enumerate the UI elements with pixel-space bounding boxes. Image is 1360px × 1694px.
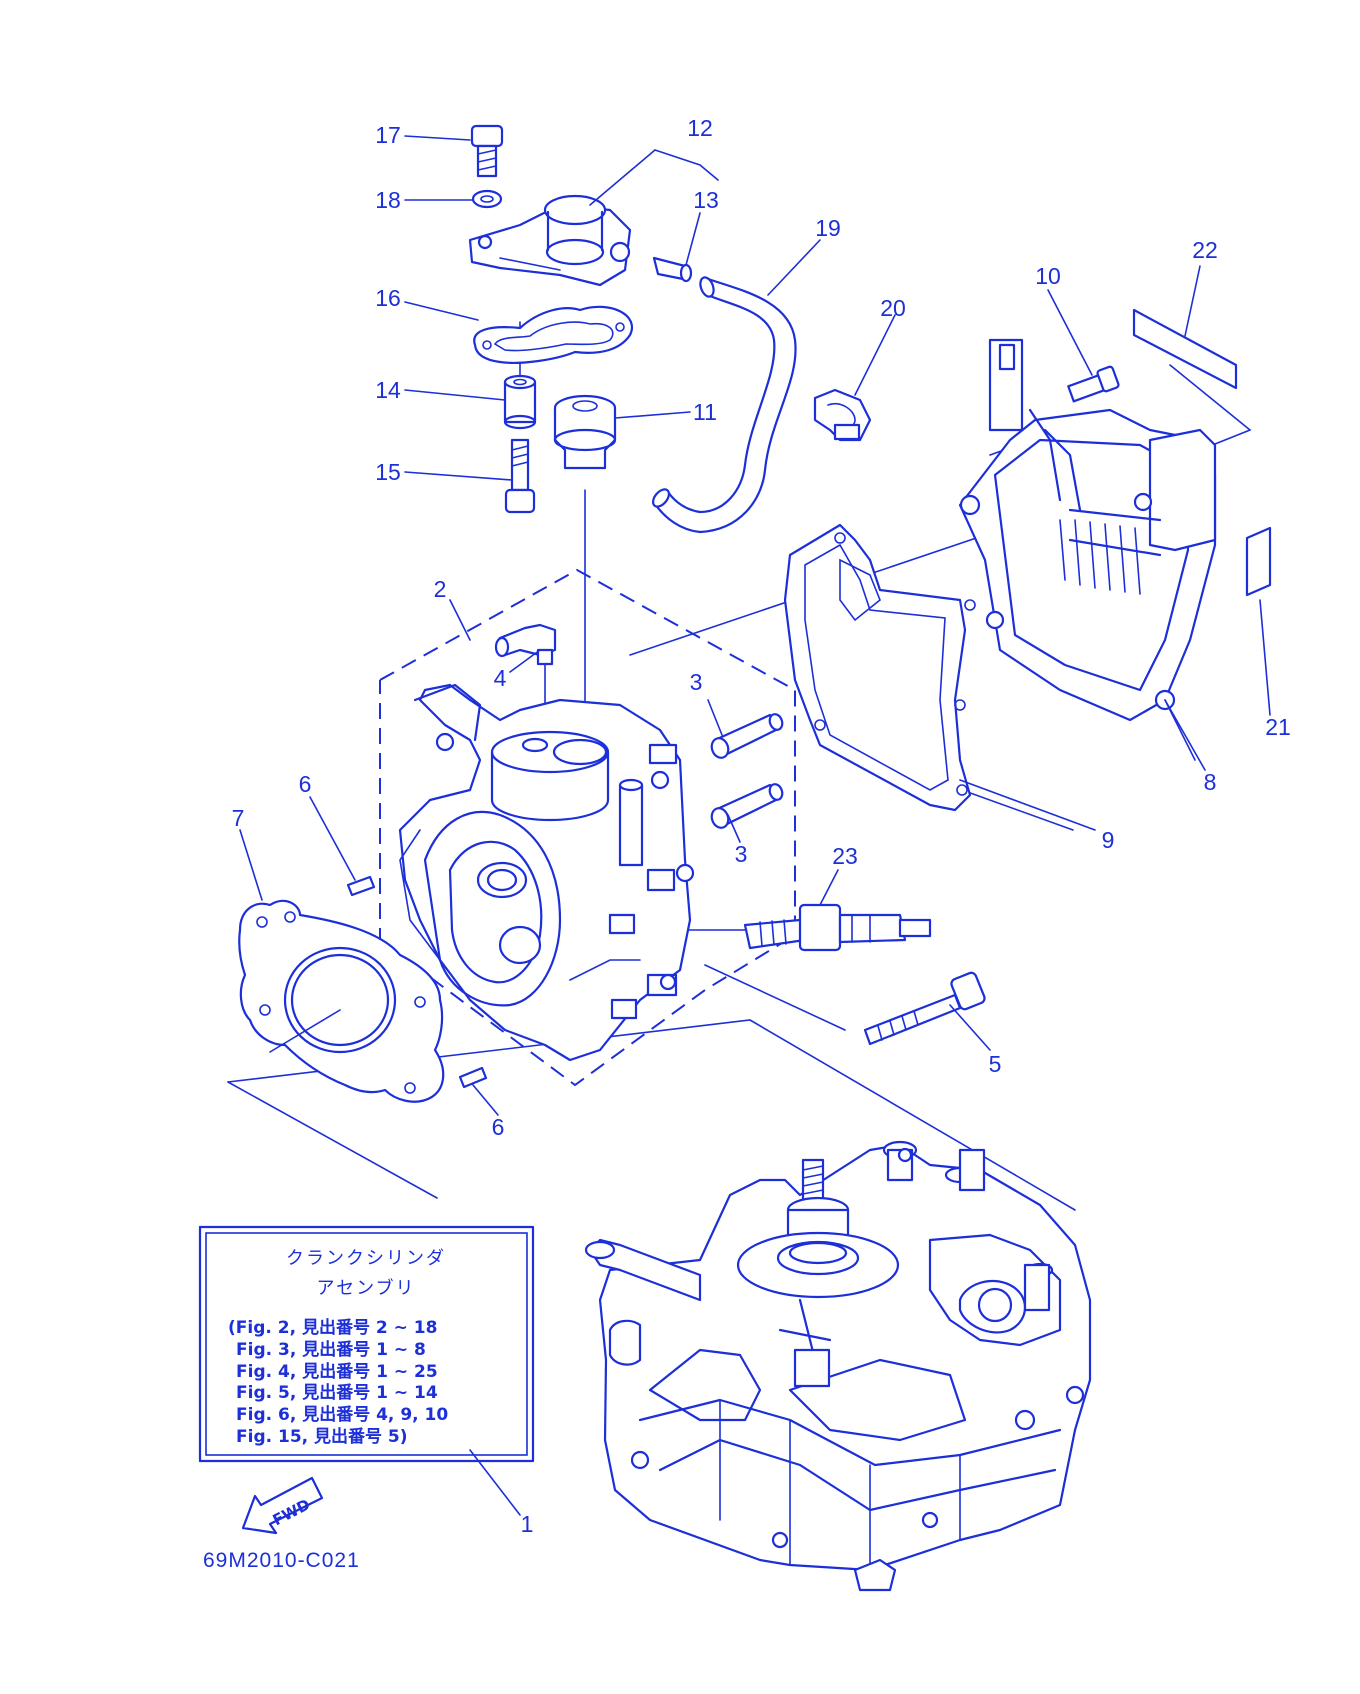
- callout-19: 19: [815, 215, 841, 241]
- part-3-bushing-upper: [710, 713, 784, 759]
- fwd-arrow-icon: FWD: [241, 1476, 324, 1535]
- part-16-gasket: [473, 305, 633, 364]
- part-19-hose: [651, 276, 797, 534]
- callout-1: 1: [521, 1511, 534, 1537]
- info-box-ref-6: Fig. 15, 見出番号 5): [236, 1426, 408, 1447]
- part-5-bolt: [863, 971, 986, 1046]
- callout-17: 17: [375, 122, 401, 148]
- callout-18: 18: [375, 187, 401, 213]
- info-box-ref-5: Fig. 6, 見出番号 4, 9, 10: [236, 1404, 448, 1425]
- part-23-spark-plug: [743, 903, 932, 952]
- callout-13: 13: [693, 187, 719, 213]
- part-18-washer: [471, 189, 503, 209]
- callout-3-lower: 3: [735, 841, 748, 867]
- part-6-dowel-pin-upper: [346, 875, 376, 897]
- part-21-label: [1245, 526, 1272, 597]
- part-11-thermostat: [553, 394, 617, 470]
- callout-2: 2: [434, 576, 447, 602]
- callout-12: 12: [687, 115, 713, 141]
- info-box-ref-1: (Fig. 2, 見出番号 2 ~ 18: [228, 1317, 437, 1338]
- part-17-bolt: [470, 124, 504, 178]
- part-13-fitting: [652, 256, 693, 283]
- part-20-clamp: [813, 388, 872, 442]
- assembly-info-box: クランクシリンダ アセンブリ (Fig. 2, 見出番号 2 ~ 18 Fig.…: [198, 1225, 535, 1463]
- part-9-gasket: [783, 523, 976, 812]
- part-15-bolt: [504, 438, 536, 514]
- callout-10: 10: [1035, 263, 1061, 289]
- callout-leader-lines: [239, 135, 1271, 1516]
- callout-4: 4: [494, 665, 507, 691]
- part-22-label: [1132, 308, 1238, 390]
- callout-5: 5: [989, 1051, 1002, 1077]
- callout-6-lower: 6: [492, 1114, 505, 1140]
- part-3-bushing-lower: [710, 783, 784, 829]
- part-7-head-gasket: [238, 899, 445, 1103]
- part-4-fitting: [494, 623, 557, 666]
- part-8-head-cover: [958, 338, 1217, 761]
- callout-6-upper: 6: [299, 771, 312, 797]
- callout-15: 15: [375, 459, 401, 485]
- part-6-dowel-pin-lower: [458, 1066, 488, 1089]
- part-2-cylinder-head: [398, 683, 695, 1062]
- callout-22: 22: [1192, 237, 1218, 263]
- callout-20: 20: [880, 295, 906, 321]
- callout-8: 8: [1204, 769, 1217, 795]
- callout-numbers: 1 2 3 3 4 5 6 6 7 8 9 10 11 12 13 14 15 …: [232, 115, 1291, 1537]
- callout-7: 7: [232, 805, 245, 831]
- info-box-ref-3: Fig. 4, 見出番号 1 ~ 25: [236, 1361, 438, 1382]
- info-box-ref-2: Fig. 3, 見出番号 1 ~ 8: [236, 1339, 426, 1360]
- callout-3-upper: 3: [690, 669, 703, 695]
- part-10-bolt: [1067, 365, 1120, 403]
- callout-16: 16: [375, 285, 401, 311]
- callout-9: 9: [1102, 827, 1115, 853]
- part-14-collar: [503, 374, 537, 430]
- diagram-code: 69M2010-C021: [203, 1549, 360, 1572]
- callout-21: 21: [1265, 714, 1291, 740]
- info-box-ref-4: Fig. 5, 見出番号 1 ~ 14: [236, 1382, 438, 1403]
- info-box-title-line1: クランクシリンダ: [286, 1248, 446, 1269]
- part-12-thermostat-cover: [468, 194, 632, 287]
- info-box-title-line2: アセンブリ: [316, 1277, 415, 1299]
- part-1-crankcase: [584, 1140, 1092, 1592]
- callout-11: 11: [693, 399, 717, 425]
- callout-14: 14: [375, 377, 401, 403]
- callout-23: 23: [832, 843, 858, 869]
